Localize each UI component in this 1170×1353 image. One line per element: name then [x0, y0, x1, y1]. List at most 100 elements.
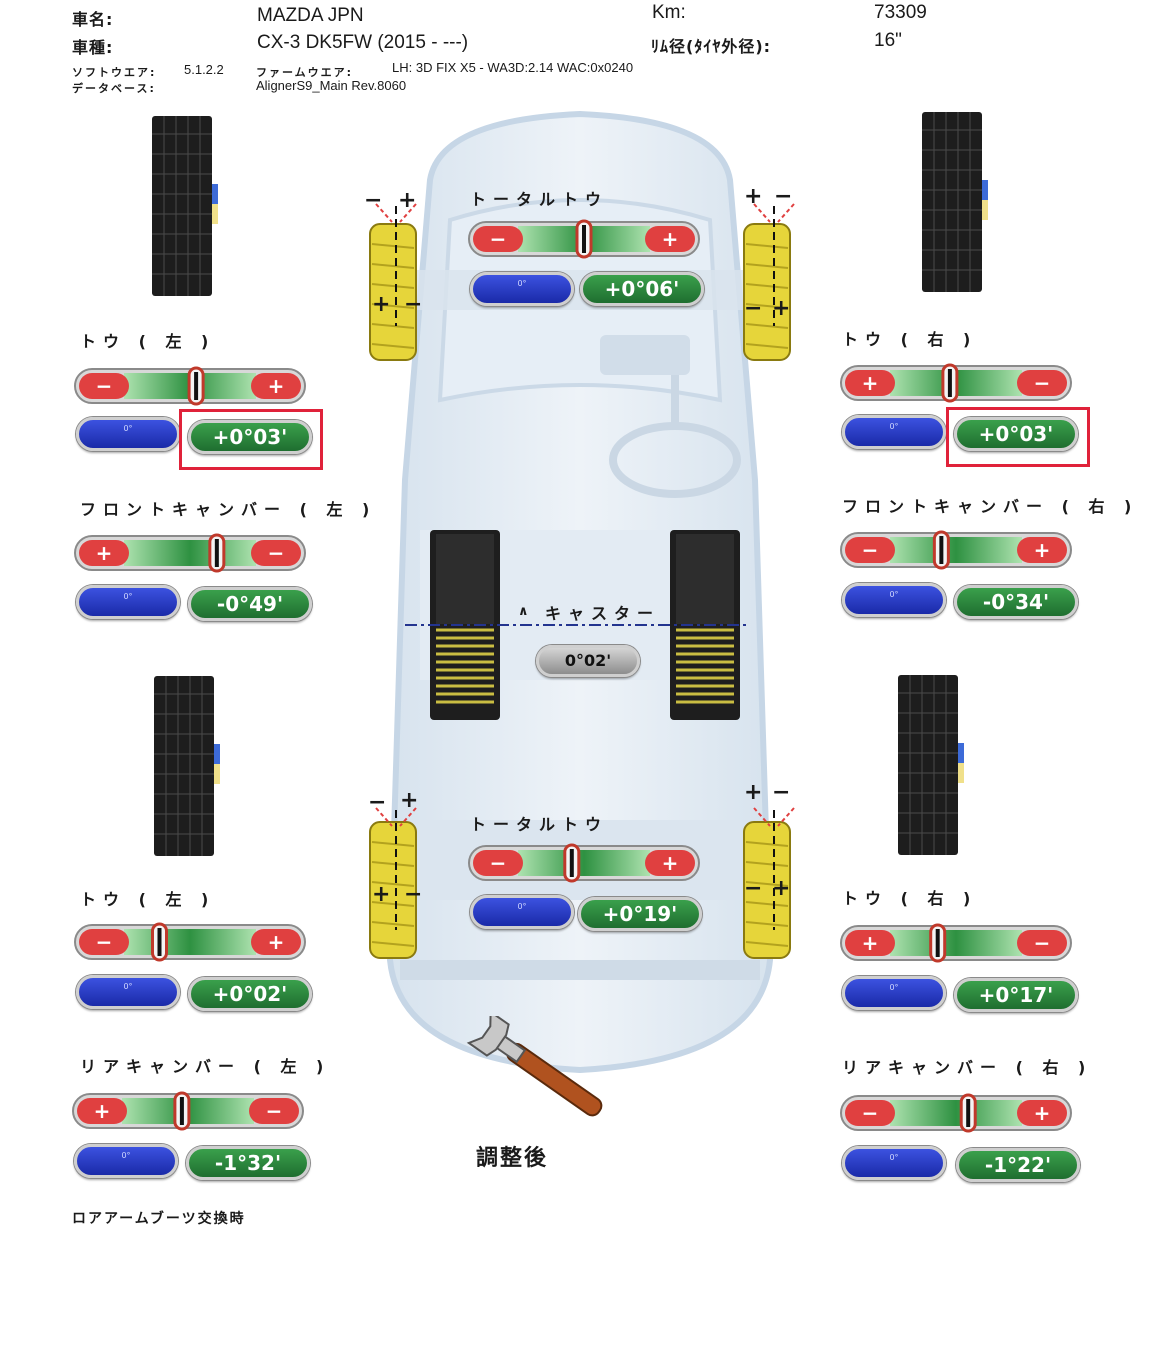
rear-camber-left-gauge: +− — [72, 1091, 304, 1131]
gauge-needle — [932, 530, 950, 570]
rl-minus-sign: − — [368, 790, 387, 815]
gauge-needle — [151, 922, 168, 962]
front-camber-left-spec-text: 0° — [123, 592, 133, 601]
front-toe-right-spec-text: 0° — [889, 422, 899, 431]
fl-plus-sign-bottom: + — [372, 292, 391, 317]
gauge-left-sign: + — [96, 541, 113, 565]
caster-value: 0°02' — [536, 645, 640, 677]
caster-marker-icon: ∧ — [518, 604, 529, 619]
front-camber-left-spec: 0° — [76, 585, 180, 619]
front-total-toe-spec-text: 0° — [517, 279, 527, 288]
rear-toe-left-gauge: −+ — [74, 922, 306, 962]
gauge-left-button — [845, 1100, 895, 1126]
gauge-right-button — [1017, 537, 1067, 563]
front-total-toe-value: +0°06' — [580, 272, 704, 306]
rear-right-tire-icon — [897, 674, 965, 855]
gauge-left-sign: − — [490, 227, 507, 251]
gauge-right-button — [251, 540, 301, 566]
gauge-left-sign: − — [490, 851, 507, 875]
caster-axis-line — [405, 624, 750, 626]
gauge-right-button — [645, 226, 695, 252]
gauge-right-button — [251, 373, 301, 399]
front-toe-left-highlight — [179, 409, 323, 470]
rear-camber-right-spec-text: 0° — [889, 1153, 899, 1162]
front-camber-right-title: フロントキャンバー ( 右 ) — [842, 497, 1139, 516]
rear-total-toe-value: +0°19' — [578, 897, 702, 931]
vehicle-name: MAZDA JPN — [257, 5, 364, 26]
rear-toe-left-value: +0°02' — [188, 977, 312, 1011]
front-total-toe-spec: 0° — [470, 272, 574, 306]
gauge-right-button — [1017, 930, 1067, 956]
gauge-right-sign: + — [662, 227, 679, 251]
software-label: ソフトウエア: — [72, 66, 157, 79]
gauge-right-sign: + — [268, 374, 285, 398]
gauge-left-button — [845, 930, 895, 956]
rear-camber-left-spec-text: 0° — [121, 1151, 131, 1160]
gauge-bar: +− — [840, 363, 1072, 403]
firmware-value: LH: 3D FIX X5 - WA3D:2.14 WAC:0x0240 — [392, 60, 634, 75]
database-value: AlignerS9_Main Rev.8060 — [256, 78, 407, 93]
rear-toe-right-title: トウ ( 右 ) — [842, 889, 978, 908]
rear-camber-right-gauge: −+ — [840, 1093, 1072, 1133]
gauge-needle — [173, 1091, 191, 1131]
gauge-right-button — [251, 929, 301, 955]
gauge-left-sign: − — [96, 930, 113, 954]
front-camber-right-value: -0°34' — [954, 585, 1078, 619]
rear-right-toe-guide — [753, 807, 795, 930]
gauge-right-sign: − — [268, 541, 285, 565]
rim-label: ﾘﾑ径(ﾀｲﾔ外径): — [651, 37, 772, 56]
model-label: 車種: — [72, 38, 114, 57]
gauge-right-button — [1017, 370, 1067, 396]
rl-plus-sign-bottom: + — [372, 882, 391, 907]
gauge-left-sign: + — [862, 371, 879, 395]
rear-toe-left-spec: 0° — [76, 975, 180, 1009]
gauge-right-button — [645, 850, 695, 876]
gauge-right-button — [249, 1098, 299, 1124]
gauge-needle — [959, 1093, 977, 1133]
rear-camber-left-title: リアキャンバー ( 左 ) — [80, 1057, 331, 1076]
front-left-toe-guide — [375, 203, 417, 326]
gauge-right-sign: − — [266, 1099, 283, 1123]
rl-plus-sign: + — [400, 788, 419, 813]
rear-left-tire-icon — [153, 675, 221, 856]
front-toe-left-title: トウ ( 左 ) — [80, 332, 216, 351]
gauge-right-sign: + — [268, 930, 285, 954]
front-camber-right-spec-text: 0° — [889, 590, 899, 599]
front-right-tire-icon — [921, 111, 989, 293]
fl-minus-sign: − — [364, 188, 383, 213]
gauge-left-sign: + — [862, 931, 879, 955]
front-camber-right-spec: 0° — [842, 583, 946, 617]
gauge-right-sign: + — [1034, 1101, 1051, 1125]
gauge-bar: −+ — [468, 843, 700, 883]
adjustment-status: 調整後 — [476, 1146, 549, 1171]
rim-value: 16" — [874, 30, 902, 51]
gauge-right-sign: − — [1034, 931, 1051, 955]
rr-minus-sign: − — [772, 780, 791, 805]
front-toe-left-spec-text: 0° — [123, 424, 133, 433]
rear-camber-right-value: -1°22' — [956, 1148, 1080, 1182]
model: CX-3 DK5FW (2015 - ---) — [257, 32, 469, 53]
footnote: ロアアームブーツ交換時 — [72, 1211, 246, 1227]
rear-toe-right-gauge: +− — [840, 923, 1072, 963]
front-toe-left-value: +0°03' — [188, 420, 312, 454]
firmware-label: ファームウエア: — [256, 66, 354, 79]
gauge-needle — [563, 843, 581, 883]
caster-title: キャスター — [545, 604, 661, 623]
wrench-icon — [466, 1016, 603, 1117]
rr-plus-sign-bottom: + — [772, 876, 791, 901]
gauge-left-button — [473, 226, 523, 252]
gauge-bar: −+ — [840, 530, 1072, 570]
gauge-left-button — [79, 929, 129, 955]
front-camber-left-gauge: +− — [74, 533, 306, 573]
gauge-left-sign: − — [862, 1101, 879, 1125]
front-right-toe-guide — [753, 203, 795, 326]
front-camber-left-value: -0°49' — [188, 587, 312, 621]
rl-minus-sign-bottom: − — [404, 882, 423, 907]
rear-toe-right-spec: 0° — [842, 976, 946, 1010]
rr-plus-sign: + — [744, 780, 763, 805]
gauge-needle — [929, 923, 947, 963]
rear-total-toe-spec-text: 0° — [517, 902, 527, 911]
fl-plus-sign: + — [398, 188, 417, 213]
rear-total-toe-title: トータルトウ — [470, 815, 609, 834]
rear-toe-left-spec-text: 0° — [123, 982, 133, 991]
